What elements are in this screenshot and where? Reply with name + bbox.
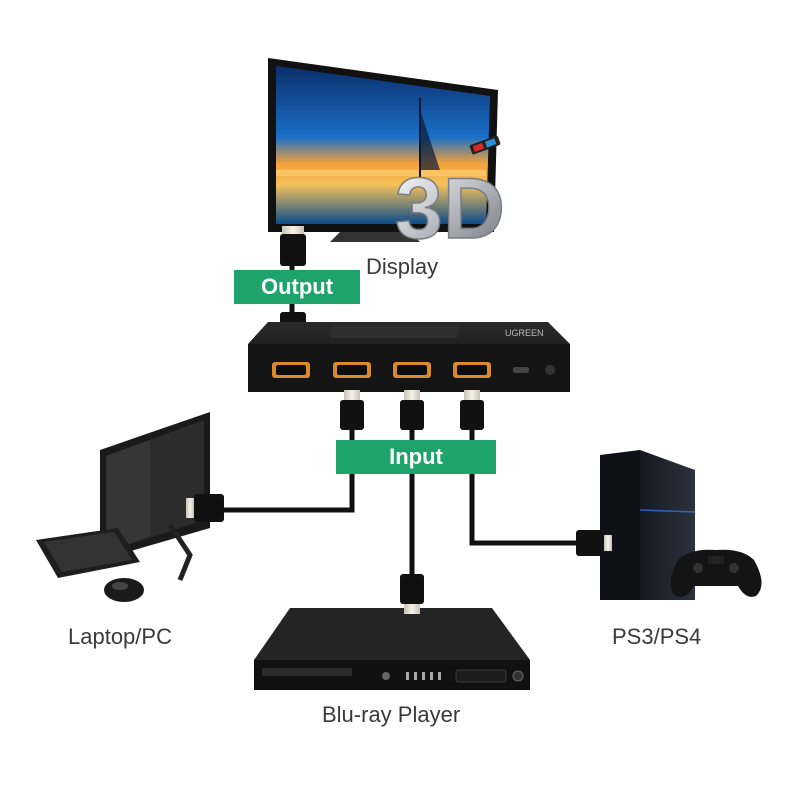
- hdmi-port-in-2: [393, 362, 431, 378]
- hdmi-port-out: [272, 362, 310, 378]
- ps-console-device: [576, 450, 762, 600]
- hdmi-switch-device: UGREEN: [248, 322, 570, 392]
- 3d-badge-icon: 3D: [394, 135, 506, 258]
- 3d-badge-text: 3D: [395, 161, 505, 257]
- display-label: Display: [366, 254, 439, 279]
- gamepad-icon: [670, 549, 762, 597]
- input-tag-bg: [336, 440, 496, 474]
- switch-brand-label: UGREEN: [505, 328, 544, 338]
- hdmi-plug-in-1: [340, 390, 364, 430]
- hdmi-port-in-1: [333, 362, 371, 378]
- output-tag: Output: [260, 274, 334, 299]
- bluray-player-device: [254, 574, 530, 690]
- hdmi-plug-in-3: [460, 390, 484, 430]
- hdmi-plug-tv: [280, 226, 306, 266]
- input-tag: Input: [389, 444, 443, 469]
- tv-display: 3D: [268, 58, 506, 258]
- output-tag-bg: [234, 270, 360, 304]
- usb-port-icon: [513, 367, 529, 373]
- ir-sensor-icon: [545, 365, 555, 375]
- hdmi-plug-in-2: [400, 390, 424, 430]
- bluray-player-label: Blu-ray Player: [322, 702, 461, 727]
- hdmi-port-in-3: [453, 362, 491, 378]
- laptop-pc-device: [36, 412, 224, 602]
- laptop-pc-label: Laptop/PC: [68, 624, 172, 649]
- console-label: PS3/PS4: [612, 624, 702, 649]
